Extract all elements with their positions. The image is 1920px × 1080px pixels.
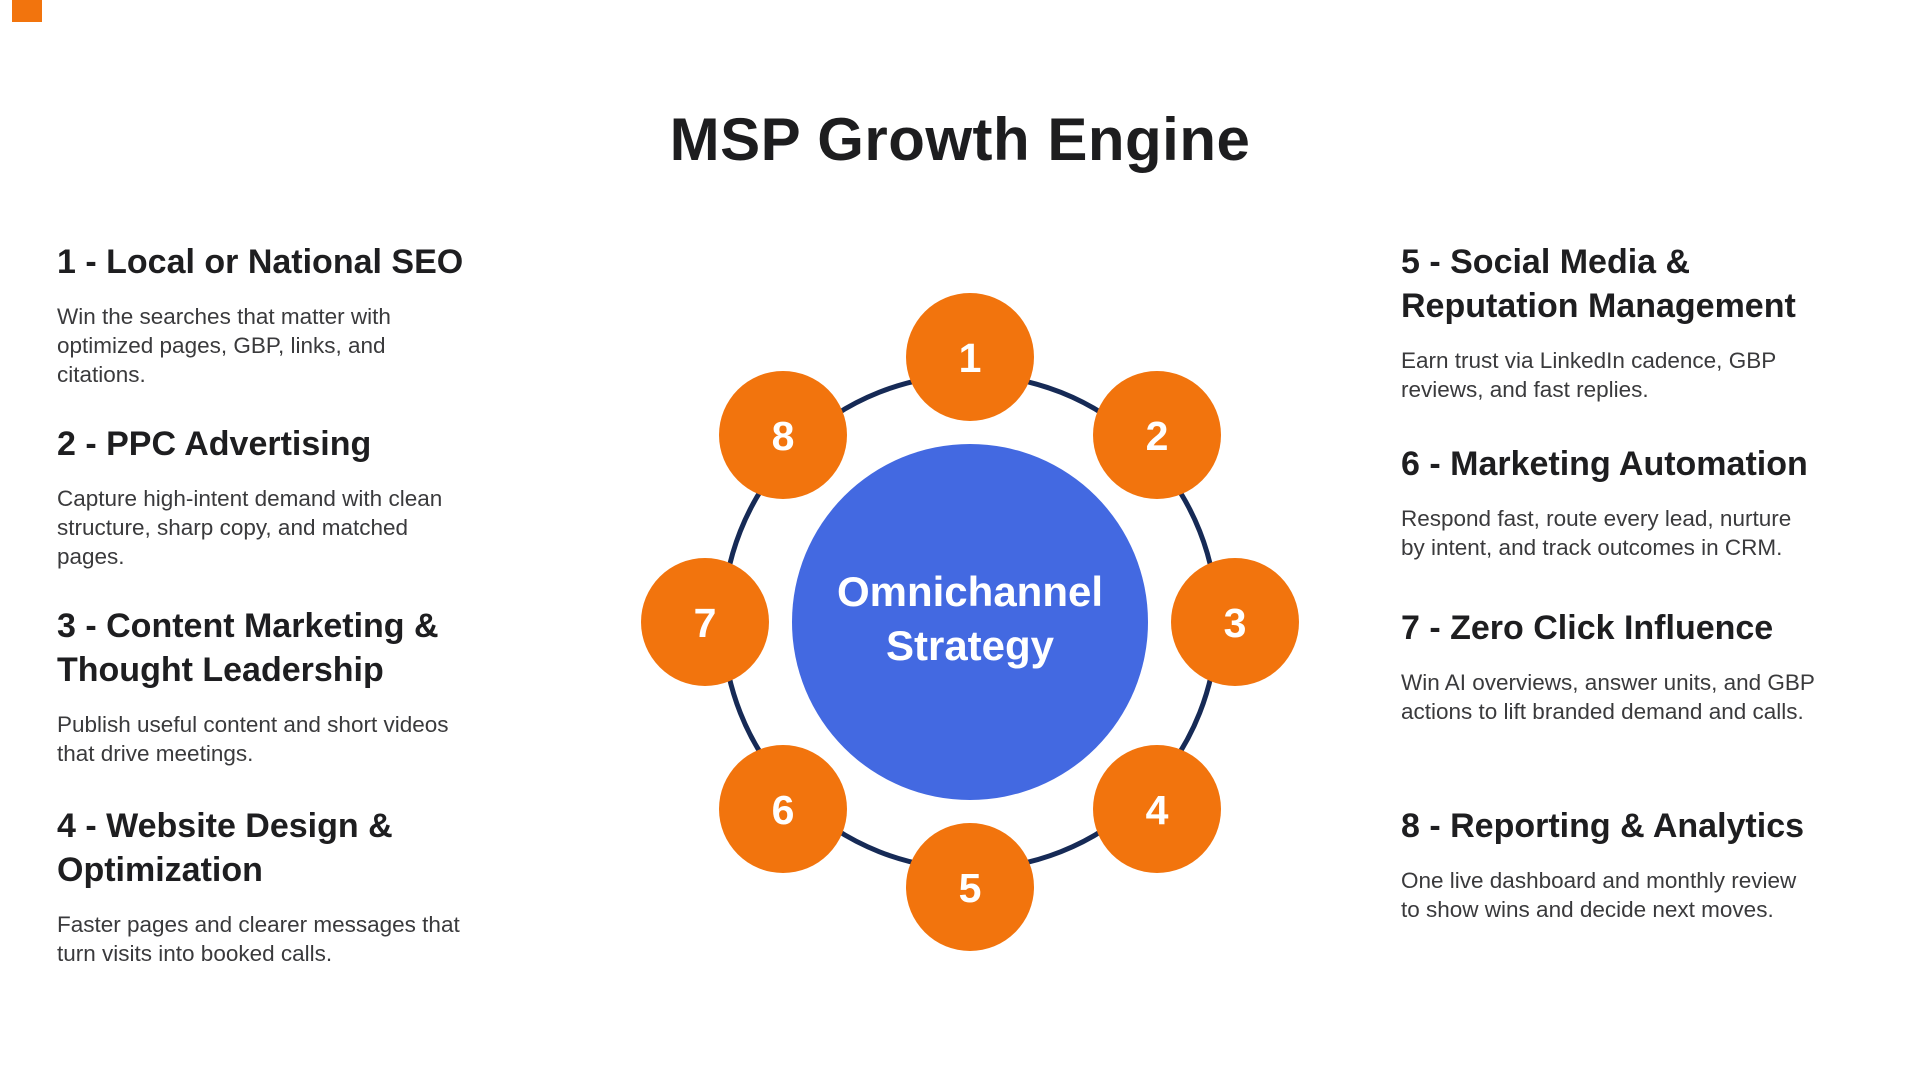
list-item-1: 1 - Local or National SEO Win the search… — [57, 240, 597, 389]
node-5: 5 — [906, 823, 1034, 951]
node-1-number: 1 — [959, 335, 982, 381]
item-6-body: Respond fast, route every lead, nurture … — [1401, 506, 1792, 560]
node-2-circle — [1093, 371, 1221, 499]
center-label-line2: Strategy — [886, 622, 1055, 669]
list-item-6: 6 - Marketing Automation Respond fast, r… — [1401, 442, 1920, 562]
node-5-circle — [906, 823, 1034, 951]
node-8-number: 8 — [772, 413, 795, 459]
item-4-heading: 4 - Website Design & Optimization — [57, 807, 393, 889]
item-2-body: Capture high-intent demand with clean st… — [57, 486, 443, 569]
node-1: 1 — [906, 293, 1034, 421]
node-2: 2 — [1093, 371, 1221, 499]
node-5-number: 5 — [959, 865, 982, 911]
item-7-heading: 7 - Zero Click Influence — [1401, 609, 1774, 647]
list-item-8: 8 - Reporting & Analytics One live dashb… — [1401, 804, 1920, 924]
node-3: 3 — [1171, 558, 1299, 686]
node-6: 6 — [719, 745, 847, 873]
node-4-number: 4 — [1146, 787, 1169, 833]
item-4-body: Faster pages and clearer messages that t… — [57, 912, 460, 966]
node-4: 4 — [1093, 745, 1221, 873]
node-6-number: 6 — [772, 787, 795, 833]
corner-accent-shape — [12, 0, 42, 22]
item-1-body: Win the searches that matter with optimi… — [57, 304, 391, 387]
item-8-heading: 8 - Reporting & Analytics — [1401, 807, 1805, 845]
item-5-body: Earn trust via LinkedIn cadence, GBP rev… — [1401, 348, 1777, 402]
list-item-2: 2 - PPC Advertising Capture high-intent … — [57, 422, 597, 571]
item-3-heading: 3 - Content Marketing & Thought Leadersh… — [57, 607, 439, 689]
item-1-heading: 1 - Local or National SEO — [57, 243, 464, 281]
node-8-circle — [719, 371, 847, 499]
node-8: 8 — [719, 371, 847, 499]
node-7-circle — [641, 558, 769, 686]
node-1-circle — [906, 293, 1034, 421]
item-2-heading: 2 - PPC Advertising — [57, 425, 372, 463]
node-2-number: 2 — [1146, 413, 1169, 459]
center-label-line1: Omnichannel — [837, 568, 1103, 615]
list-item-7: 7 - Zero Click Influence Win AI overview… — [1401, 606, 1920, 726]
item-3-body: Publish useful content and short videos … — [57, 712, 449, 766]
node-3-number: 3 — [1224, 600, 1247, 646]
page-title: MSP Growth Engine — [669, 106, 1251, 173]
item-8-body: One live dashboard and monthly review to… — [1401, 868, 1797, 922]
node-4-circle — [1093, 745, 1221, 873]
node-6-circle — [719, 745, 847, 873]
omnichannel-diagram: Omnichannel Strategy 1 2 3 4 5 6 7 — [641, 293, 1299, 951]
node-7: 7 — [641, 558, 769, 686]
node-3-circle — [1171, 558, 1299, 686]
item-6-heading: 6 - Marketing Automation — [1401, 445, 1808, 483]
center-circle — [792, 444, 1148, 800]
list-item-3: 3 - Content Marketing & Thought Leadersh… — [57, 604, 597, 768]
item-7-body: Win AI overviews, answer units, and GBP … — [1401, 670, 1815, 724]
list-item-5: 5 - Social Media & Reputation Management… — [1401, 240, 1920, 404]
node-7-number: 7 — [694, 600, 717, 646]
item-5-heading: 5 - Social Media & Reputation Management — [1401, 243, 1796, 325]
list-item-4: 4 - Website Design & Optimization Faster… — [57, 804, 597, 968]
